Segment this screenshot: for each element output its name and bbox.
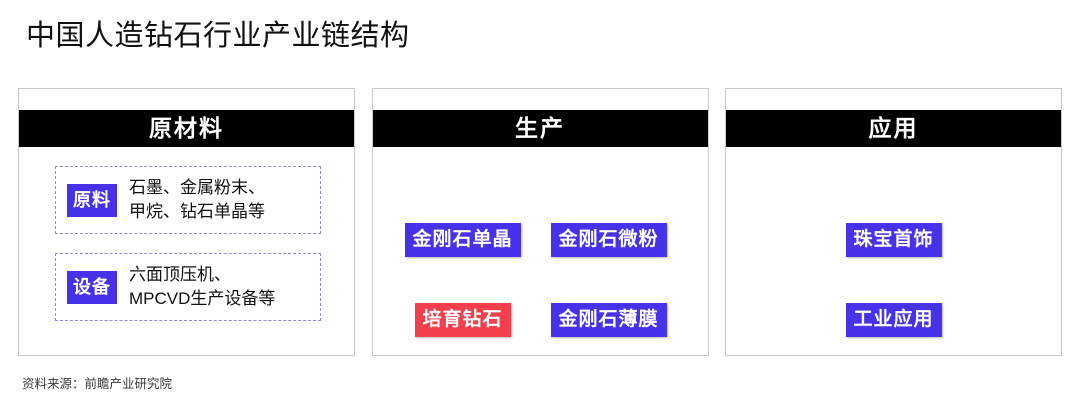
group-tag-raw-material: 原料 <box>67 183 117 217</box>
tag-diamond-micropowder: 金刚石微粉 <box>550 223 667 257</box>
group-tag-equipment: 设备 <box>67 270 117 304</box>
panel-production: 生产 金刚石单晶 金刚石微粉 培育钻石 金刚石薄膜 <box>371 88 709 356</box>
panel-application: 应用 珠宝首饰 工业应用 <box>725 88 1062 356</box>
panel-header-label: 原材料 <box>149 115 224 141</box>
production-tag-grid: 金刚石单晶 金刚石微粉 培育钻石 金刚石薄膜 <box>373 147 708 355</box>
panel-header-label: 生产 <box>515 115 565 141</box>
group-box-equipment: 设备 六面顶压机、 MPCVD生产设备等 <box>55 253 321 321</box>
page-title: 中国人造钻石行业产业链结构 <box>26 20 410 52</box>
tag-diamond-single-crystal: 金刚石单晶 <box>404 223 521 257</box>
value-chain-panels: 原材料 原料 石墨、金属粉末、 甲烷、钻石单晶等 设备 六面顶压机、 MPCVD… <box>18 88 1062 356</box>
panel-raw-materials: 原材料 原料 石墨、金属粉末、 甲烷、钻石单晶等 设备 六面顶压机、 MPCVD… <box>18 88 355 356</box>
panel-header-production: 生产 <box>372 110 708 147</box>
panel-body-raw-materials: 原料 石墨、金属粉末、 甲烷、钻石单晶等 设备 六面顶压机、 MPCVD生产设备… <box>19 147 354 355</box>
panel-body-application: 珠宝首饰 工业应用 <box>726 147 1061 355</box>
tag-industrial-application: 工业应用 <box>845 303 942 337</box>
tag-diamond-film: 金刚石薄膜 <box>550 303 667 337</box>
panel-header-raw-materials: 原材料 <box>19 110 354 147</box>
tag-jewelry: 珠宝首饰 <box>845 223 942 257</box>
group-description-raw-material: 石墨、金属粉末、 甲烷、钻石单晶等 <box>129 178 265 221</box>
group-box-raw-material: 原料 石墨、金属粉末、 甲烷、钻石单晶等 <box>55 166 321 234</box>
tag-lab-grown-diamond: 培育钻石 <box>414 303 511 337</box>
group-description-equipment: 六面顶压机、 MPCVD生产设备等 <box>129 265 276 308</box>
panel-header-label: 应用 <box>868 115 919 141</box>
source-note: 资料来源：前瞻产业研究院 <box>22 377 173 391</box>
panel-header-application: 应用 <box>726 110 1061 147</box>
panel-body-production: 金刚石单晶 金刚石微粉 培育钻石 金刚石薄膜 <box>373 147 708 355</box>
application-tag-grid: 珠宝首饰 工业应用 <box>726 147 1061 355</box>
